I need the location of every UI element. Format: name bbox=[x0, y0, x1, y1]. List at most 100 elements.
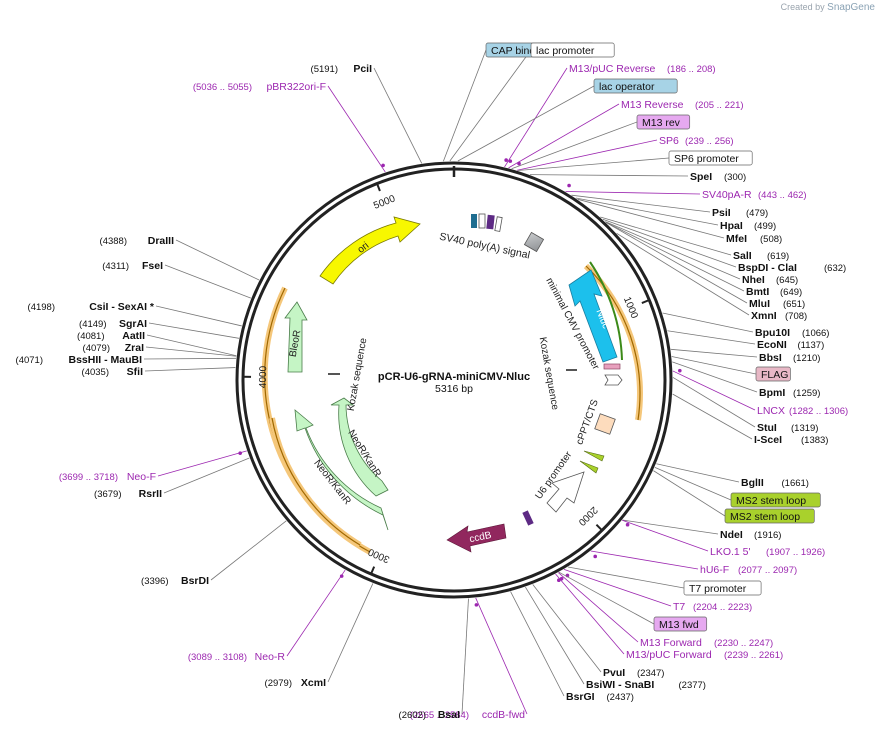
map-label-fsei-pos: (4311) bbox=[102, 261, 129, 272]
leader-line bbox=[672, 361, 758, 393]
map-label-mfei-name: MfeI bbox=[726, 233, 747, 245]
leader-line bbox=[443, 49, 487, 162]
map-label-lncx-name: LNCX bbox=[757, 405, 785, 417]
map-label-xmni-name: XmnI bbox=[751, 310, 777, 322]
primer-site-mark bbox=[517, 161, 521, 166]
orf-arc-green bbox=[589, 261, 623, 361]
leader-line bbox=[605, 221, 741, 280]
map-label-neo-r-name: Neo-R bbox=[255, 651, 286, 663]
leader-line bbox=[461, 598, 469, 715]
leader-line bbox=[449, 49, 532, 162]
leader-line bbox=[616, 232, 750, 316]
map-label-mfei-pos: (508) bbox=[760, 234, 782, 245]
leader-line bbox=[210, 520, 287, 581]
map-label-draiii-pos: (4388) bbox=[100, 236, 127, 247]
map-label-lac-promoter-box bbox=[530, 42, 615, 58]
map-label-ndei: NdeI(1916) bbox=[720, 529, 781, 541]
map-label-hu6-f-pos: (2077 .. 2097) bbox=[738, 565, 797, 576]
map-label-aatii: AatII(4081) bbox=[77, 330, 145, 342]
map-label-bglii: BglII(1661) bbox=[741, 477, 809, 489]
primer-site-mark bbox=[238, 451, 242, 455]
map-label-m13-puc-reverse-pos: (186 .. 208) bbox=[667, 64, 716, 75]
map-label-m13-rev-box bbox=[636, 114, 691, 130]
tick-mark bbox=[641, 299, 650, 304]
leader-line bbox=[571, 194, 711, 213]
map-label-bsrdi-name: BsrDI bbox=[181, 575, 209, 587]
map-label-spei-name: SpeI bbox=[690, 171, 712, 183]
primer-site-mark bbox=[557, 578, 561, 583]
map-label-bbsi-pos: (1210) bbox=[793, 353, 820, 364]
map-label-m13-fwd-box bbox=[653, 616, 708, 632]
map-label-mlui: MluI(651) bbox=[749, 298, 805, 310]
map-label-lko-1-5-name: LKO.1 5' bbox=[710, 546, 751, 558]
leader-line bbox=[654, 466, 732, 501]
feature-ori-arrow bbox=[319, 216, 421, 285]
map-label-sp6-promoter: SP6 promoter bbox=[674, 153, 739, 165]
map-label-csii-sexai-name: CsiI - SexAI * bbox=[89, 301, 155, 313]
map-label-psii-pos: (479) bbox=[746, 208, 768, 219]
leader-line bbox=[567, 566, 685, 589]
map-label-m13-rev: M13 rev bbox=[642, 117, 681, 129]
map-label-m13-forward: M13 Forward(2230 .. 2247) bbox=[640, 637, 773, 649]
feature-ori-label: ori bbox=[356, 240, 372, 256]
map-label-lko-1-5: LKO.1 5' (1907 .. 1926) bbox=[710, 546, 825, 558]
map-label-neo-f-name: Neo-F bbox=[127, 471, 156, 483]
leader-line bbox=[600, 216, 732, 256]
map-label-sali: SalI(619) bbox=[733, 250, 789, 262]
map-label-pbr322ori-f: pBR322ori-F(5036 .. 5055) bbox=[193, 81, 326, 93]
map-label-nhei-pos: (645) bbox=[776, 275, 798, 286]
feature-bleor-label: BleoR bbox=[288, 329, 304, 358]
primer-site-mark bbox=[678, 368, 682, 373]
primer-site-mark bbox=[625, 522, 630, 527]
leader-line bbox=[656, 463, 740, 483]
map-label-hpai-name: HpaI bbox=[720, 220, 743, 232]
map-label-ccdb-fwd: ccdB-fwd(2565 .. 2584) bbox=[410, 709, 525, 721]
feature-ms2-1 bbox=[583, 450, 605, 462]
credit-prefix: Created by bbox=[780, 2, 825, 12]
leader-line bbox=[662, 312, 754, 333]
map-label-xcmi-name: XcmI bbox=[301, 677, 326, 689]
tick-label: 4000 bbox=[258, 365, 269, 388]
leader-line bbox=[175, 239, 260, 281]
leader-line bbox=[525, 586, 585, 685]
leader-line bbox=[672, 393, 753, 440]
feature-ccdb-arrow bbox=[446, 523, 507, 553]
map-label-xcmi: XcmI(2979) bbox=[265, 677, 327, 689]
leader-line bbox=[670, 348, 758, 358]
map-label-sgrai: SgrAI(4149) bbox=[79, 318, 147, 330]
map-label-bpu10i-pos: (1066) bbox=[802, 328, 829, 339]
map-label-rsrii-name: RsrII bbox=[139, 488, 162, 500]
map-label-ms2-stem-loop: MS2 stem loop bbox=[730, 511, 800, 523]
map-label-bsrgi-name: BsrGI bbox=[566, 691, 595, 703]
leader-line bbox=[510, 591, 565, 697]
map-label-t7-name: T7 bbox=[673, 601, 685, 613]
map-label-mfei: MfeI (508) bbox=[726, 233, 782, 245]
map-label-draiii: DraIII(4388) bbox=[100, 235, 175, 247]
map-label-bspdi-clai-pos: (632) bbox=[824, 263, 846, 274]
map-label-sp6: SP6(239 .. 256) bbox=[659, 135, 734, 147]
map-label-nhei-name: NheI bbox=[742, 274, 765, 286]
map-label-ms2-stem-loop: MS2 stem loop bbox=[736, 495, 806, 507]
map-label-hpai: HpaI(499) bbox=[720, 220, 776, 232]
map-label-sp6-promoter-box bbox=[668, 150, 753, 166]
map-label-aatii-pos: (4081) bbox=[77, 331, 104, 342]
feature-cppt-box bbox=[594, 413, 616, 435]
map-label-ms2-stem-loop-box bbox=[730, 492, 821, 508]
leader-line bbox=[558, 572, 639, 643]
map-label-m13-fwd: M13 fwd bbox=[659, 619, 699, 631]
map-label-bsshii-maubi: BssHII - MauBI(4071) bbox=[16, 354, 143, 366]
primer-site-mark bbox=[339, 574, 344, 578]
map-label-lko-1-5-pos: (1907 .. 1926) bbox=[766, 547, 825, 558]
leader-line bbox=[517, 157, 670, 171]
map-label-ndei-name: NdeI bbox=[720, 529, 743, 541]
map-label-lac-promoter: lac promoter bbox=[536, 45, 595, 57]
map-label-psii-name: PsiI bbox=[712, 207, 731, 219]
map-label-bsai-pos: (2602) bbox=[399, 710, 426, 721]
map-label-sali-pos: (619) bbox=[767, 251, 789, 262]
feature-sp6-mark bbox=[494, 216, 503, 232]
tick-mark bbox=[370, 566, 376, 575]
primer-site-mark bbox=[504, 158, 508, 162]
leader-line bbox=[145, 346, 237, 357]
